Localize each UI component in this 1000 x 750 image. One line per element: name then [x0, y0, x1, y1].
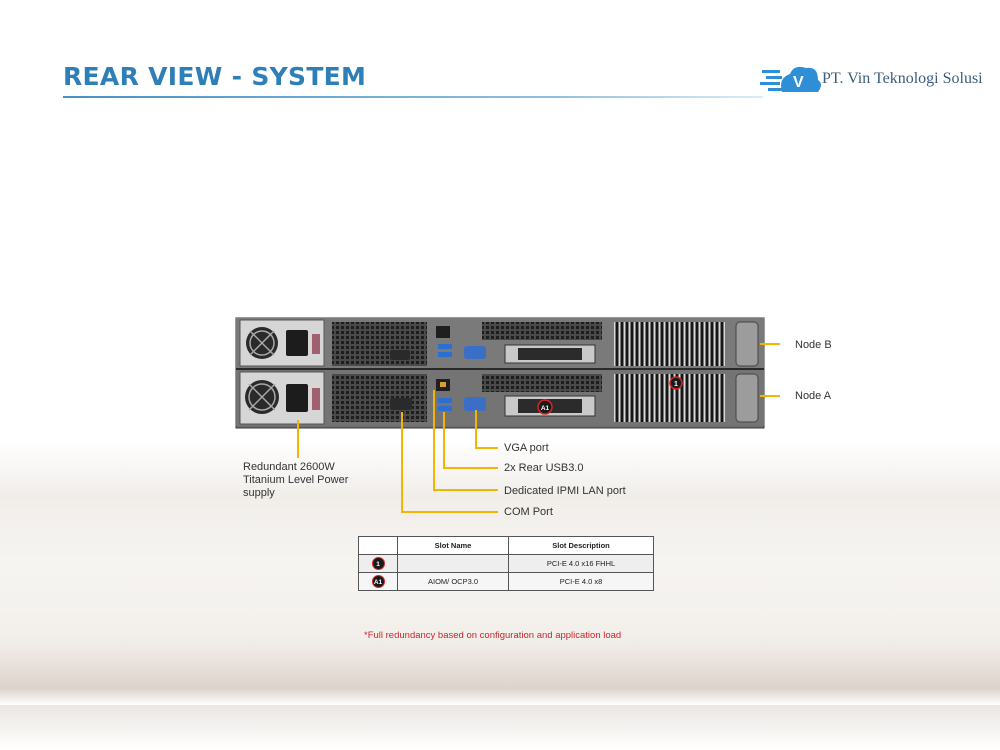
node-a-handle: [735, 373, 759, 423]
badge-slot-a1-text: A1: [541, 405, 550, 412]
company-logo: V: [760, 66, 821, 92]
title-underline: [63, 96, 763, 98]
vga-port-a: [464, 397, 486, 411]
slot-table-header-row: Slot Name Slot Description: [358, 536, 654, 555]
slot-name-cell: [397, 554, 509, 573]
page-title: REAR VIEW - SYSTEM: [63, 62, 367, 91]
label-psu: Redundant 2600W Titanium Level Power sup…: [243, 461, 348, 500]
label-psu-line3: supply: [243, 487, 275, 499]
usb-ports-b: [438, 344, 452, 357]
mesh-vent-a: [332, 374, 427, 422]
slot-badge-cell: 1: [358, 554, 398, 573]
slot-table-header-name: Slot Name: [397, 536, 509, 555]
callout-line-usb: [443, 412, 498, 469]
label-com-port: COM Port: [504, 506, 553, 518]
usb-ports-a: [438, 398, 452, 411]
pcie-slot-b: [614, 322, 726, 366]
com-port-a: [390, 398, 412, 410]
node-b-handle: [735, 321, 759, 367]
com-port-b: [390, 350, 410, 360]
slot-table: Slot Name Slot Description 1 PCI-E 4.0 x…: [358, 536, 654, 591]
table-row: 1 PCI-E 4.0 x16 FHHL: [358, 554, 654, 573]
label-ipmi: Dedicated IPMI LAN port: [504, 485, 626, 497]
label-usb: 2x Rear USB3.0: [504, 462, 584, 474]
label-psu-line1: Redundant 2600W: [243, 461, 335, 473]
slot-table-header-description: Slot Description: [508, 536, 654, 555]
vga-port-b: [464, 346, 486, 359]
lan-port-b: [436, 326, 450, 338]
mesh-vent-b: [332, 322, 427, 366]
company-name: PT. Vin Teknologi Solusi: [822, 70, 983, 87]
logo-letter: V: [793, 74, 804, 91]
callout-line-ipmi: [433, 390, 498, 491]
table-row: A1 AIOM/ OCP3.0 PCI-E 4.0 x8: [358, 572, 654, 591]
power-supply-b: [239, 319, 325, 367]
slot-badge: A1: [371, 575, 385, 588]
label-node-b: Node B: [795, 339, 832, 351]
slot-table-header-badge: [358, 536, 398, 555]
power-supply-a: [239, 371, 325, 425]
background-band: [0, 650, 1000, 705]
label-vga-port: VGA port: [504, 442, 549, 454]
badge-slot-1-text: 1: [674, 381, 678, 388]
slot-name-cell: AIOM/ OCP3.0: [397, 572, 509, 591]
mesh-vent-top-a: [482, 374, 602, 392]
slot-description-cell: PCI-E 4.0 x16 FHHL: [508, 554, 654, 573]
slot-badge: 1: [371, 557, 385, 570]
cloud-speed-icon: [760, 66, 821, 92]
label-node-a: Node A: [795, 390, 832, 402]
callout-lines: [297, 343, 780, 513]
footnote: *Full redundancy based on configuration …: [364, 630, 622, 641]
badge-slot-1: 1: [669, 376, 683, 390]
label-psu-line2: Titanium Level Power: [243, 474, 349, 486]
callout-line-vga: [475, 410, 498, 449]
slot-badge-cell: A1: [358, 572, 398, 591]
mesh-vent-top-b: [482, 322, 602, 340]
badge-slot-a1: A1: [537, 399, 553, 415]
callout-line-com: [401, 412, 498, 513]
slot-description-cell: PCI-E 4.0 x8: [508, 572, 654, 591]
